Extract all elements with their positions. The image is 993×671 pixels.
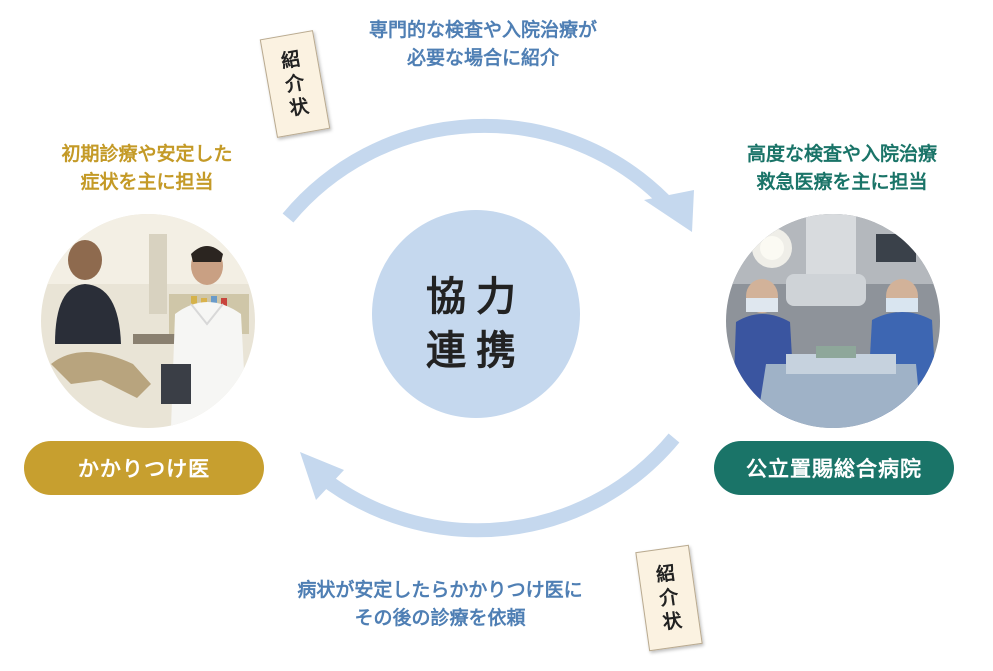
cooperation-circle: 協力 連携 bbox=[372, 210, 580, 418]
hospital-role-line2: 救急医療を主に担当 bbox=[756, 171, 928, 193]
operating-room-photo bbox=[726, 214, 940, 428]
return-to-clinic-line2: その後の診療を依頼 bbox=[354, 607, 526, 629]
clinic-role-line2: 症状を主に担当 bbox=[80, 171, 214, 193]
tag-bottom-char2: 介 bbox=[658, 585, 680, 611]
referral-to-hospital-caption: 専門的な検査や入院治療が 必要な場合に紹介 bbox=[318, 16, 648, 72]
center-text-line2: 連携 bbox=[426, 328, 526, 374]
tag-top-char2: 介 bbox=[283, 71, 307, 97]
clinic-label-pill: かかりつけ医 bbox=[24, 441, 264, 495]
clinic-role-line1: 初期診療や安定した bbox=[61, 143, 233, 165]
return-to-clinic-line1: 病状が安定したらかかりつけ医に bbox=[297, 579, 583, 601]
referral-to-hospital-line2: 必要な場合に紹介 bbox=[406, 47, 559, 69]
clinic-role-caption: 初期診療や安定した 症状を主に担当 bbox=[22, 140, 272, 196]
hospital-label-pill: 公立置賜総合病院 bbox=[714, 441, 954, 495]
tag-top-char1: 紹 bbox=[279, 47, 303, 73]
hospital-role-line1: 高度な検査や入院治療 bbox=[746, 143, 937, 165]
hospital-role-caption: 高度な検査や入院治療 救急医療を主に担当 bbox=[708, 140, 976, 196]
tag-bottom-char3: 状 bbox=[661, 609, 684, 634]
center-text-line1: 協力 bbox=[426, 274, 526, 320]
lower-arc-arrow bbox=[318, 433, 680, 538]
upper-arrowhead bbox=[644, 190, 694, 232]
referral-to-hospital-line1: 専門的な検査や入院治療が bbox=[368, 19, 597, 41]
upper-arc-arrow bbox=[282, 118, 669, 223]
clinic-consultation-photo bbox=[41, 214, 255, 428]
lower-arrowhead bbox=[300, 452, 344, 500]
tag-bottom-char1: 紹 bbox=[654, 562, 677, 587]
return-to-clinic-caption: 病状が安定したらかかりつけ医に その後の診療を依頼 bbox=[250, 576, 630, 632]
tag-top-char3: 状 bbox=[287, 95, 311, 121]
